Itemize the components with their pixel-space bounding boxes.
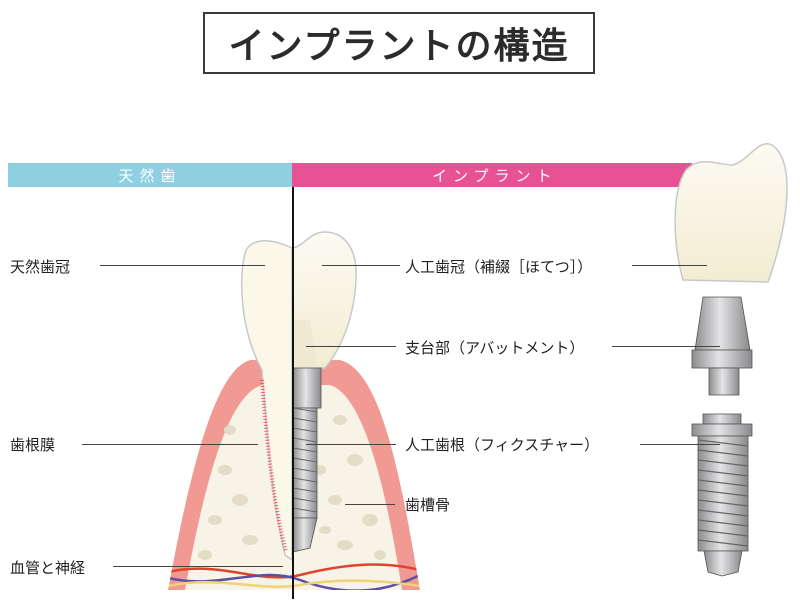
leader-vessels-nerves bbox=[113, 566, 283, 567]
label-artificial-crown: 人工歯冠（補綴［ほてつ］） bbox=[405, 258, 593, 276]
leader-abutment-left bbox=[306, 346, 396, 347]
leader-fixture-left bbox=[306, 444, 396, 445]
comparison-divider bbox=[292, 187, 294, 599]
leader-natural-crown bbox=[100, 265, 265, 266]
leader-periodontal-ligament bbox=[82, 444, 258, 445]
exploded-fixture bbox=[691, 413, 753, 577]
implant-header: インプラント bbox=[292, 163, 692, 187]
leader-fixture-right bbox=[640, 444, 720, 445]
label-abutment: 支台部（アバットメント） bbox=[405, 339, 585, 357]
leader-alveolar-bone bbox=[345, 504, 395, 505]
leader-abutment-right bbox=[612, 346, 720, 347]
natural-tooth bbox=[240, 240, 293, 562]
leader-artificial-crown-right bbox=[632, 265, 707, 266]
label-periodontal-ligament: 歯根膜 bbox=[10, 436, 56, 454]
fixture-thread bbox=[292, 407, 318, 553]
label-natural-crown: 天然歯冠 bbox=[10, 258, 71, 276]
label-alveolar-bone: 歯槽骨 bbox=[405, 496, 451, 514]
label-fixture: 人工歯根（フィクスチャー） bbox=[405, 436, 600, 454]
diagram-title: インプラントの構造 bbox=[203, 12, 595, 74]
exploded-abutment bbox=[691, 296, 753, 396]
natural-tooth-header: 天然歯 bbox=[8, 163, 292, 187]
label-vessels-nerves: 血管と神経 bbox=[10, 559, 86, 577]
exploded-crown bbox=[674, 142, 788, 283]
leader-artificial-crown-left bbox=[322, 265, 400, 266]
